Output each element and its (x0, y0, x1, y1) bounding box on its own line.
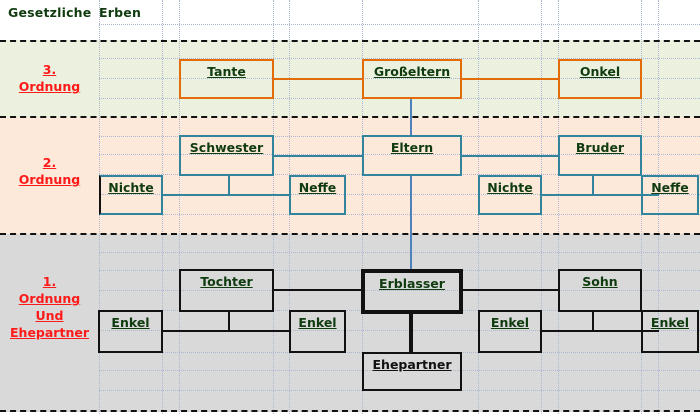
connector-eltern-bruder (461, 155, 559, 157)
node-enkel-2[interactable]: Enkel (289, 310, 346, 353)
connector-grosseltern-eltern (410, 98, 412, 136)
node-onkel[interactable]: Onkel (558, 59, 642, 99)
node-tochter[interactable]: Tochter (179, 269, 274, 312)
node-eltern[interactable]: Eltern (362, 135, 462, 176)
connector-bruder-children (592, 175, 594, 195)
node-neffe-left[interactable]: Neffe (289, 175, 346, 215)
order-3-label: 3.Ordnung (18, 62, 81, 94)
node-tante[interactable]: Tante (179, 59, 274, 99)
connector-nichte-neffe-right (541, 194, 659, 196)
diagram-title: Gesetzliche Erben (8, 5, 142, 20)
separator-top (0, 40, 700, 42)
connector-tochter-erblasser (273, 289, 363, 291)
node-sohn[interactable]: Sohn (558, 269, 642, 312)
separator-order-2-1 (0, 233, 700, 235)
connector-nichte-neffe-left (162, 194, 290, 196)
node-ehepartner[interactable]: Ehepartner (362, 352, 462, 391)
connector-grosseltern-onkel (461, 78, 559, 80)
order-1-band (0, 234, 700, 412)
connector-enkel-right (541, 330, 659, 332)
separator-order-3-2 (0, 116, 700, 118)
connector-erblasser-sohn (461, 289, 559, 291)
node-grosseltern[interactable]: Großeltern (362, 59, 462, 99)
connector-tante-grosseltern (273, 78, 363, 80)
order-2-label: 2.Ordnung (18, 155, 81, 187)
node-enkel-3[interactable]: Enkel (478, 310, 542, 353)
connector-erblasser-ehepartner (409, 312, 413, 353)
connector-tochter-children (228, 311, 230, 331)
node-bruder[interactable]: Bruder (558, 135, 642, 176)
node-nichte-right[interactable]: Nichte (478, 175, 542, 215)
node-enkel-1[interactable]: Enkel (98, 310, 163, 353)
node-enkel-4[interactable]: Enkel (641, 310, 699, 353)
connector-eltern-erblasser (410, 175, 412, 271)
node-erblasser[interactable]: Erblasser (361, 269, 463, 314)
connector-schwester-children (228, 175, 230, 195)
node-schwester[interactable]: Schwester (179, 135, 274, 176)
connector-enkel-left (162, 330, 290, 332)
node-nichte-left[interactable]: Nichte (99, 175, 163, 215)
separator-bottom (0, 410, 700, 412)
node-neffe-right[interactable]: Neffe (641, 175, 699, 215)
connector-sohn-children (592, 311, 594, 331)
connector-schwester-eltern (273, 155, 363, 157)
